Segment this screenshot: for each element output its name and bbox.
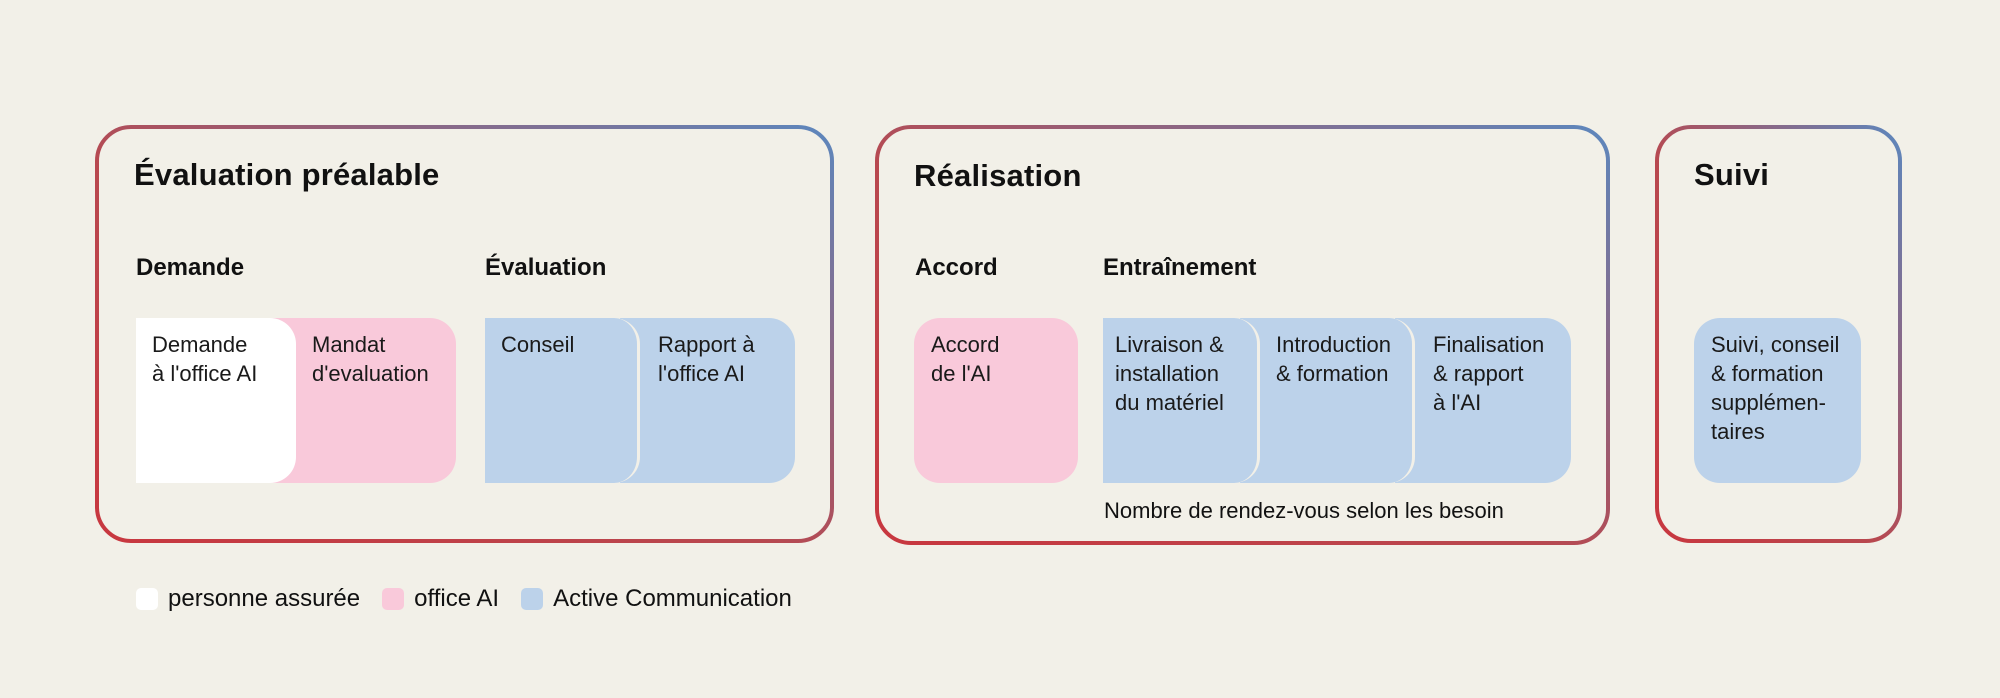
card-accord-ai: Accord de l'AI	[914, 318, 1078, 483]
card-rapport-office-ai: Rapport à l'office AI	[620, 318, 795, 483]
frame-realisation	[875, 125, 1610, 545]
entrainement-note: Nombre de rendez-vous selon les besoin	[1104, 498, 1504, 523]
legend-label: Active Communication	[553, 585, 792, 612]
legend-swatch-blue	[521, 588, 544, 610]
legend-item-personne-assuree: personne assurée	[136, 585, 360, 613]
legend-swatch-pink	[382, 588, 405, 610]
group-title-evaluation: Évaluation	[485, 254, 607, 281]
legend-label: office AI	[414, 585, 500, 612]
card-introduction-formation: Introduction & formation	[1240, 318, 1415, 483]
group-title-demande: Demande	[136, 254, 245, 281]
card-conseil: Conseil	[485, 318, 640, 483]
legend-label: personne assurée	[168, 585, 361, 612]
legend: personne assurée office AI Active Commun…	[136, 585, 814, 613]
phase-title-evaluation-prealable: Évaluation préalable	[134, 157, 440, 192]
group-title-entrainement: Entraînement	[1103, 254, 1257, 281]
card-finalisation-rapport: Finalisation & rapport à l'AI	[1395, 318, 1571, 483]
card-livraison-installation: Livraison & installation du matériel	[1103, 318, 1260, 483]
legend-swatch-white	[136, 588, 158, 610]
frame-suivi	[1655, 125, 1902, 543]
card-demande-office-ai: Demande à l'office AI	[136, 318, 296, 483]
legend-item-active-communication: Active Communication	[521, 585, 792, 613]
legend-item-office-ai: office AI	[382, 585, 499, 613]
phase-title-suivi: Suivi	[1694, 157, 1770, 192]
card-suivi-conseil-formation: Suivi, conseil & formation supplémen- ta…	[1694, 318, 1861, 483]
phase-title-realisation: Réalisation	[914, 158, 1082, 193]
frame-evaluation-prealable	[95, 125, 834, 543]
group-title-accord: Accord	[915, 254, 998, 281]
